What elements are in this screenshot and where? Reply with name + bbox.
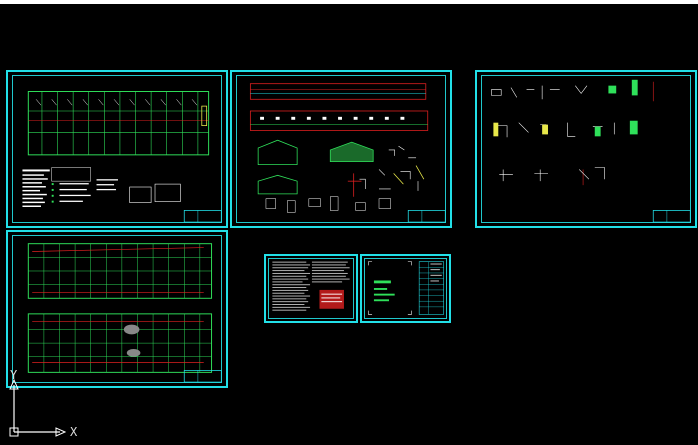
drawing-index-table [368, 261, 444, 315]
elevations-drawing [249, 83, 446, 223]
elevations-sections-sheet[interactable] [230, 70, 452, 228]
ucs-x-label: X [70, 425, 78, 439]
drawing-index-sheet[interactable] [360, 254, 451, 323]
roof-plan-sheet[interactable] [6, 230, 228, 388]
details-drawing [491, 79, 691, 223]
sheet-frame [12, 235, 222, 383]
ucs-y-label: Y [10, 368, 18, 382]
roof-plan-drawing [27, 243, 222, 383]
sheet-frame [12, 75, 222, 223]
floor-plan-sheet[interactable] [6, 70, 228, 228]
sheet-frame [481, 75, 691, 223]
sheet-frame [364, 258, 447, 319]
floor-plan-drawing [22, 91, 222, 223]
sheet-frame [268, 258, 354, 319]
design-notes-text [272, 261, 350, 311]
sheet-frame [236, 75, 446, 223]
window-top-edge [0, 0, 698, 4]
details-sheet[interactable] [475, 70, 697, 228]
design-notes-sheet[interactable] [264, 254, 358, 323]
